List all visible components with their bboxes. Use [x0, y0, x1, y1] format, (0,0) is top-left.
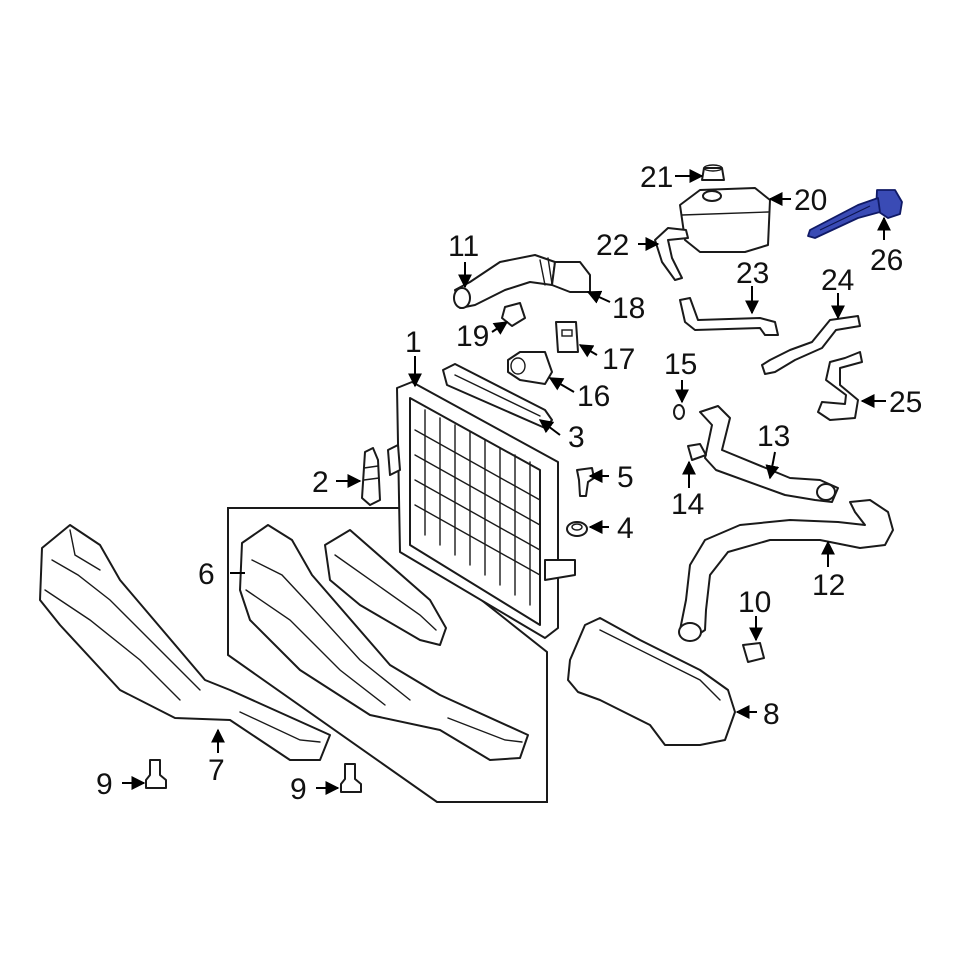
- part-15-grommet[interactable]: [673, 404, 685, 420]
- callout-15: 15: [664, 348, 697, 381]
- callout-12: 12: [812, 569, 845, 602]
- part-10-clip[interactable]: [742, 642, 765, 663]
- callout-8: 8: [763, 698, 780, 731]
- callout-22: 22: [596, 229, 629, 262]
- part-24-hose[interactable]: [761, 315, 861, 375]
- callout-19: 19: [456, 320, 489, 353]
- callout-3: 3: [568, 421, 585, 454]
- part-13-pipe[interactable]: [699, 405, 839, 503]
- callout-2: 2: [312, 466, 329, 499]
- part-17-gasket[interactable]: [555, 321, 579, 353]
- callout-5: 5: [617, 461, 634, 494]
- callout-1: 1: [405, 326, 422, 359]
- callout-14: 14: [671, 488, 704, 521]
- part-22-hose[interactable]: [654, 227, 689, 281]
- callout-20: 20: [794, 184, 827, 217]
- callout-7: 7: [208, 754, 225, 787]
- callout-16: 16: [577, 380, 610, 413]
- part-1-radiator[interactable]: [387, 381, 576, 639]
- part-18-flange[interactable]: [551, 261, 591, 293]
- part-9-fastener-left[interactable]: [145, 759, 167, 789]
- callout-9-right: 9: [290, 773, 307, 806]
- callout-17: 17: [602, 343, 635, 376]
- callout-23: 23: [736, 257, 769, 290]
- callout-13: 13: [757, 420, 790, 453]
- part-4-grommet[interactable]: [566, 521, 588, 537]
- part-25-hose[interactable]: [817, 351, 863, 421]
- part-6-deflector[interactable]: [239, 524, 529, 761]
- callout-25: 25: [889, 386, 922, 419]
- part-2-sensor[interactable]: [361, 447, 381, 506]
- callout-24: 24: [821, 264, 854, 297]
- callout-6: 6: [198, 558, 215, 591]
- part-23-hose[interactable]: [679, 297, 779, 336]
- callout-4: 4: [617, 512, 634, 545]
- part-16-housing[interactable]: [507, 351, 553, 385]
- callout-21: 21: [640, 161, 673, 194]
- part-19-cap[interactable]: [501, 302, 526, 327]
- part-9-fastener-right[interactable]: [340, 763, 362, 793]
- callout-11: 11: [448, 230, 479, 263]
- part-20-reservoir[interactable]: [679, 187, 771, 253]
- part-26-level-sensor[interactable]: [807, 189, 903, 239]
- part-7-air-deflector[interactable]: [39, 524, 331, 761]
- part-21-cap[interactable]: [701, 164, 725, 181]
- part-14-tab[interactable]: [687, 443, 707, 461]
- part-8-shroud[interactable]: [567, 617, 736, 746]
- callout-labels: 1 2 3 4 5 6 7 8 9 9 10 11 12 13 14 15 16…: [96, 161, 922, 806]
- callout-18: 18: [612, 292, 645, 325]
- callout-9-left: 9: [96, 768, 113, 801]
- part-5-bolt[interactable]: [576, 467, 595, 497]
- callout-10: 10: [738, 586, 771, 619]
- callout-26: 26: [870, 244, 903, 277]
- leader-lines: [122, 169, 891, 795]
- part-12-lower-hose[interactable]: [678, 499, 894, 642]
